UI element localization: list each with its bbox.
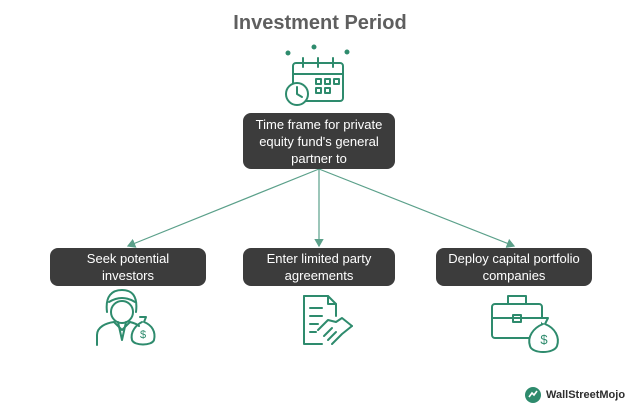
top-node: Time frame for private equity fund's gen… (243, 113, 395, 169)
svg-text:$: $ (140, 329, 146, 341)
child-node-agreements: Enter limited party agreements (243, 248, 395, 286)
child-node-investors: Seek potential investors (50, 248, 206, 286)
brand-name: WallStreetMojo (546, 389, 626, 401)
connector-left (126, 168, 320, 248)
svg-text:$: $ (540, 332, 548, 347)
wallstreetmojo-logo-icon (525, 387, 541, 403)
child-node-deploy-capital: Deploy capital portfolio companies (436, 248, 592, 286)
connector-right (318, 168, 516, 248)
brand-logo: WallStreetMojo (524, 386, 625, 404)
diagram-title: Investment Period (233, 12, 407, 34)
